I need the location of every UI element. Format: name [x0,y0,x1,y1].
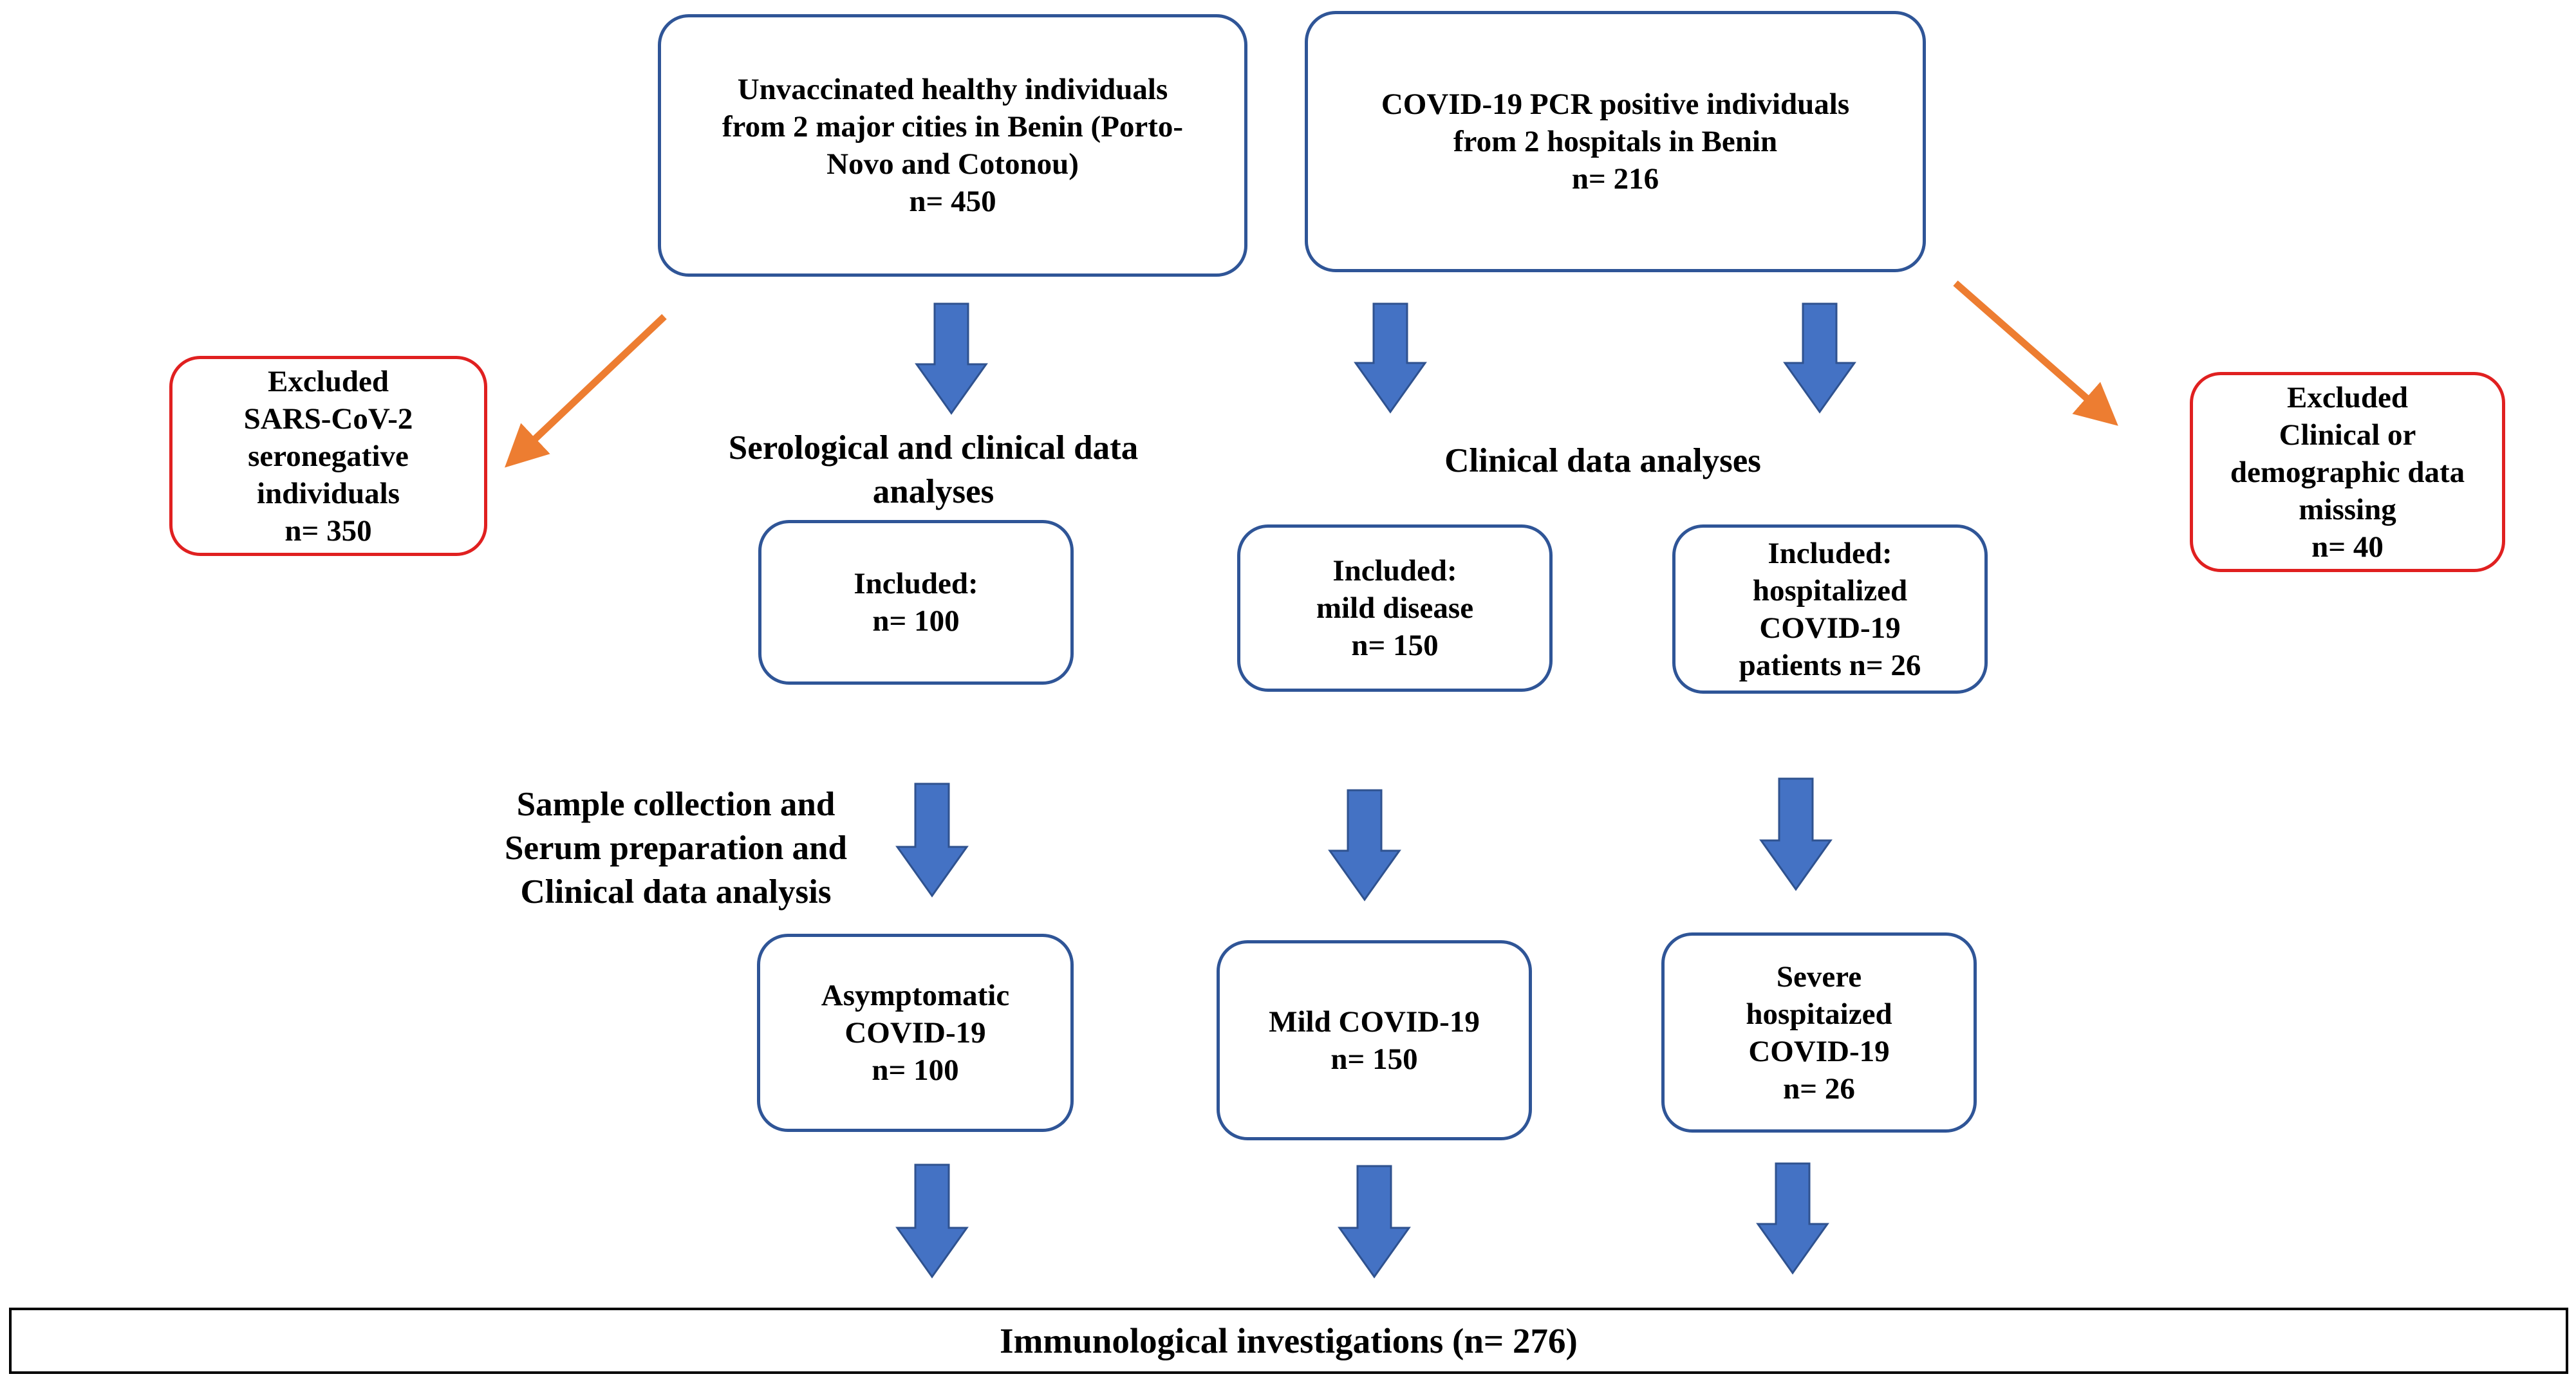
label-line: Clinical data analyses [1444,442,1761,479]
box-line: from 2 hospitals in Benin [1453,125,1778,158]
clinical-analyses-label: Clinical data analyses [1371,439,1834,483]
immunological-investigations-box: Immunological investigations (n= 276) [9,1308,2568,1374]
excluded-seronegative-box: Excluded SARS-CoV-2 seronegative individ… [169,356,487,556]
box-line: n= 216 [1571,162,1659,196]
label-line: Serum preparation and [504,830,848,867]
box-line: Severe [1776,959,1862,994]
box-line: n= 40 [2311,530,2384,564]
down-arrow [1328,789,1401,902]
down-arrow [1354,302,1427,414]
box-line: n= 150 [1330,1042,1418,1076]
label-line: analyses [872,473,994,510]
exclusion-arrow-left [505,314,667,468]
box-line: Clinical or [2279,418,2416,452]
severe-covid-box: Severe hospitaized COVID-19 n= 26 [1661,932,1977,1133]
box-line: hospitalized [1752,573,1908,607]
box-line: n= 26 [1783,1071,1855,1106]
box-line: Included: [1768,536,1892,570]
box-line: COVID-19 [1748,1034,1890,1068]
box-line: n= 100 [872,1053,959,1087]
exclusion-arrow-right [1953,280,2118,426]
down-arrow [1756,1162,1829,1275]
box-line: n= 450 [909,185,996,218]
box-line: Mild COVID-19 [1269,1005,1480,1039]
serological-analyses-label: Serological and clinical data analyses [663,426,1204,514]
label-line: Sample collection and [516,786,835,823]
box-line: seronegative [248,439,409,473]
box-line: patients n= 26 [1739,648,1921,682]
mild-covid-box: Mild COVID-19 n= 150 [1217,940,1532,1140]
box-line: SARS-CoV-2 [243,402,413,436]
down-arrow [1783,302,1856,414]
included-mild-box: Included: mild disease n= 150 [1237,524,1553,692]
down-arrow [1759,777,1833,891]
box-line: individuals [256,476,400,510]
box-line: mild disease [1316,591,1474,625]
sample-collection-label: Sample collection and Serum preparation … [470,783,882,914]
included-hospitalized-box: Included: hospitalized COVID-19 patients… [1672,524,1988,694]
box-line: Immunological investigations (n= 276) [1000,1321,1578,1360]
box-line: Unvaccinated healthy individuals [737,73,1168,106]
asymptomatic-covid-box: Asymptomatic COVID-19 n= 100 [757,934,1074,1132]
box-line: COVID-19 [1759,611,1901,645]
box-line: Excluded [267,364,389,398]
box-line: from 2 major cities in Benin (Porto- [722,110,1184,144]
pcr-positive-individuals-box: COVID-19 PCR positive individuals from 2… [1305,11,1926,272]
box-line: hospitaized [1746,997,1892,1031]
box-line: demographic data [2230,455,2465,489]
box-line: Excluded [2286,380,2409,414]
down-arrow [895,1163,969,1279]
label-line: Serological and clinical data [728,429,1139,467]
box-line: n= 350 [285,514,372,548]
down-arrow [1338,1165,1411,1279]
box-line: COVID-19 PCR positive individuals [1381,88,1850,121]
box-line: Asymptomatic [821,979,1010,1012]
box-line: Novo and Cotonou) [826,147,1079,181]
down-arrow [915,302,988,415]
included-asymptomatic-box: Included: n= 100 [758,520,1074,685]
box-line: missing [2299,492,2396,526]
box-line: Included: [854,567,978,600]
down-arrow [895,783,969,898]
box-line: n= 150 [1351,629,1439,662]
box-line: n= 100 [872,604,960,638]
label-line: Clinical data analysis [520,873,832,911]
excluded-missing-data-box: Excluded Clinical or demographic data mi… [2190,372,2505,572]
box-line: COVID-19 [845,1016,986,1050]
unvaccinated-individuals-box: Unvaccinated healthy individuals from 2 … [658,14,1247,277]
box-line: Included: [1332,554,1457,588]
